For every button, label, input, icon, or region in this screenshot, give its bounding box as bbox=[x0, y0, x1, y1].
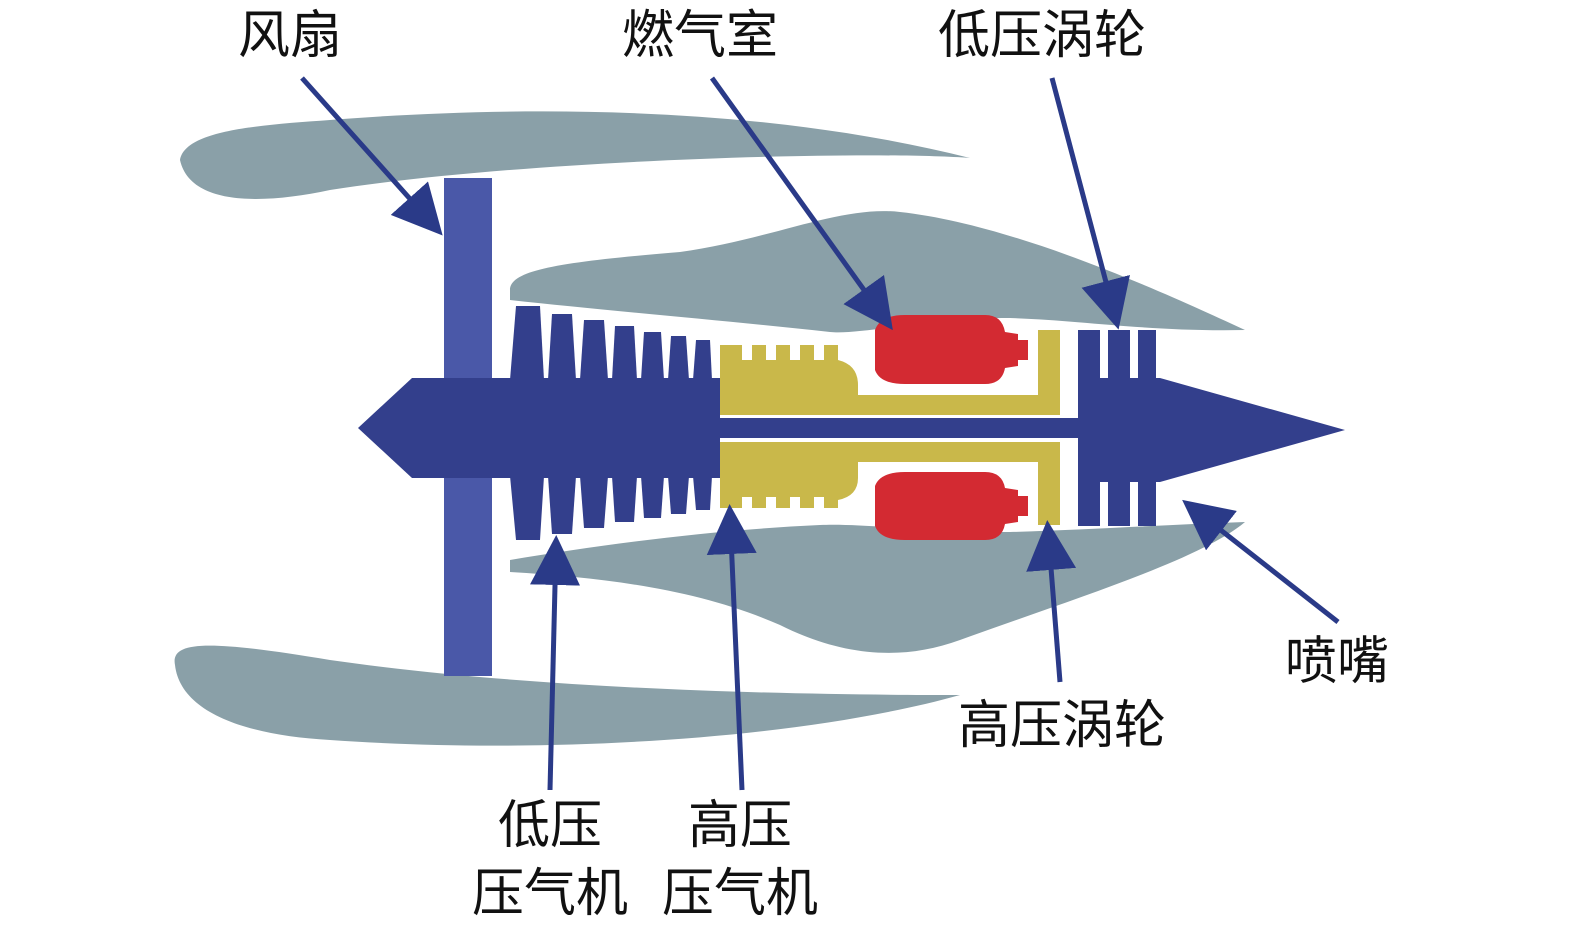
label-lp-compressor-line1: 低压 bbox=[497, 796, 602, 856]
combustor-top bbox=[875, 315, 1028, 384]
label-fan: 风扇 bbox=[238, 6, 343, 66]
core-cowl-lower bbox=[510, 522, 1245, 653]
tail-cone bbox=[1078, 378, 1345, 482]
leader-combustor bbox=[709, 76, 893, 331]
nacelle-lower bbox=[174, 645, 961, 746]
nose-cone bbox=[358, 378, 520, 478]
main-shaft bbox=[500, 378, 720, 478]
leader-fan bbox=[300, 76, 443, 236]
label-nozzle: 喷嘴 bbox=[1285, 632, 1390, 692]
lp-compressor-blades-bottom bbox=[510, 476, 712, 540]
label-combustor: 燃气室 bbox=[622, 6, 779, 66]
label-hp-compressor-line2: 压气机 bbox=[661, 864, 818, 924]
leader-lines bbox=[300, 76, 1340, 791]
lp-turbine-blades-top bbox=[1078, 330, 1156, 380]
label-lp-turbine: 低压涡轮 bbox=[938, 6, 1147, 66]
leader-lp-turbine bbox=[1049, 77, 1130, 330]
label-hp-compressor-line1: 高压 bbox=[687, 796, 792, 856]
lp-turbine-blades-bottom bbox=[1078, 478, 1156, 526]
leader-hp-compressor bbox=[706, 504, 757, 791]
label-lp-compressor-line2: 压气机 bbox=[471, 864, 628, 924]
leader-nozzle bbox=[1182, 499, 1340, 624]
leader-lp-compressor bbox=[530, 535, 581, 791]
label-hp-compressor: 高压 压气机 bbox=[640, 800, 840, 920]
core-shaft bbox=[700, 418, 1100, 438]
leader-hp-turbine bbox=[1026, 520, 1077, 683]
hp-spool-bottom bbox=[720, 442, 1060, 525]
label-hp-turbine: 高压涡轮 bbox=[958, 696, 1167, 756]
label-lp-compressor: 低压 压气机 bbox=[450, 800, 650, 920]
combustor-bottom bbox=[875, 472, 1028, 540]
nacelle-upper bbox=[180, 111, 970, 199]
hp-spool-top bbox=[720, 330, 1060, 415]
core-cowl-upper bbox=[510, 211, 1245, 333]
lp-compressor-blades-top bbox=[510, 306, 712, 380]
